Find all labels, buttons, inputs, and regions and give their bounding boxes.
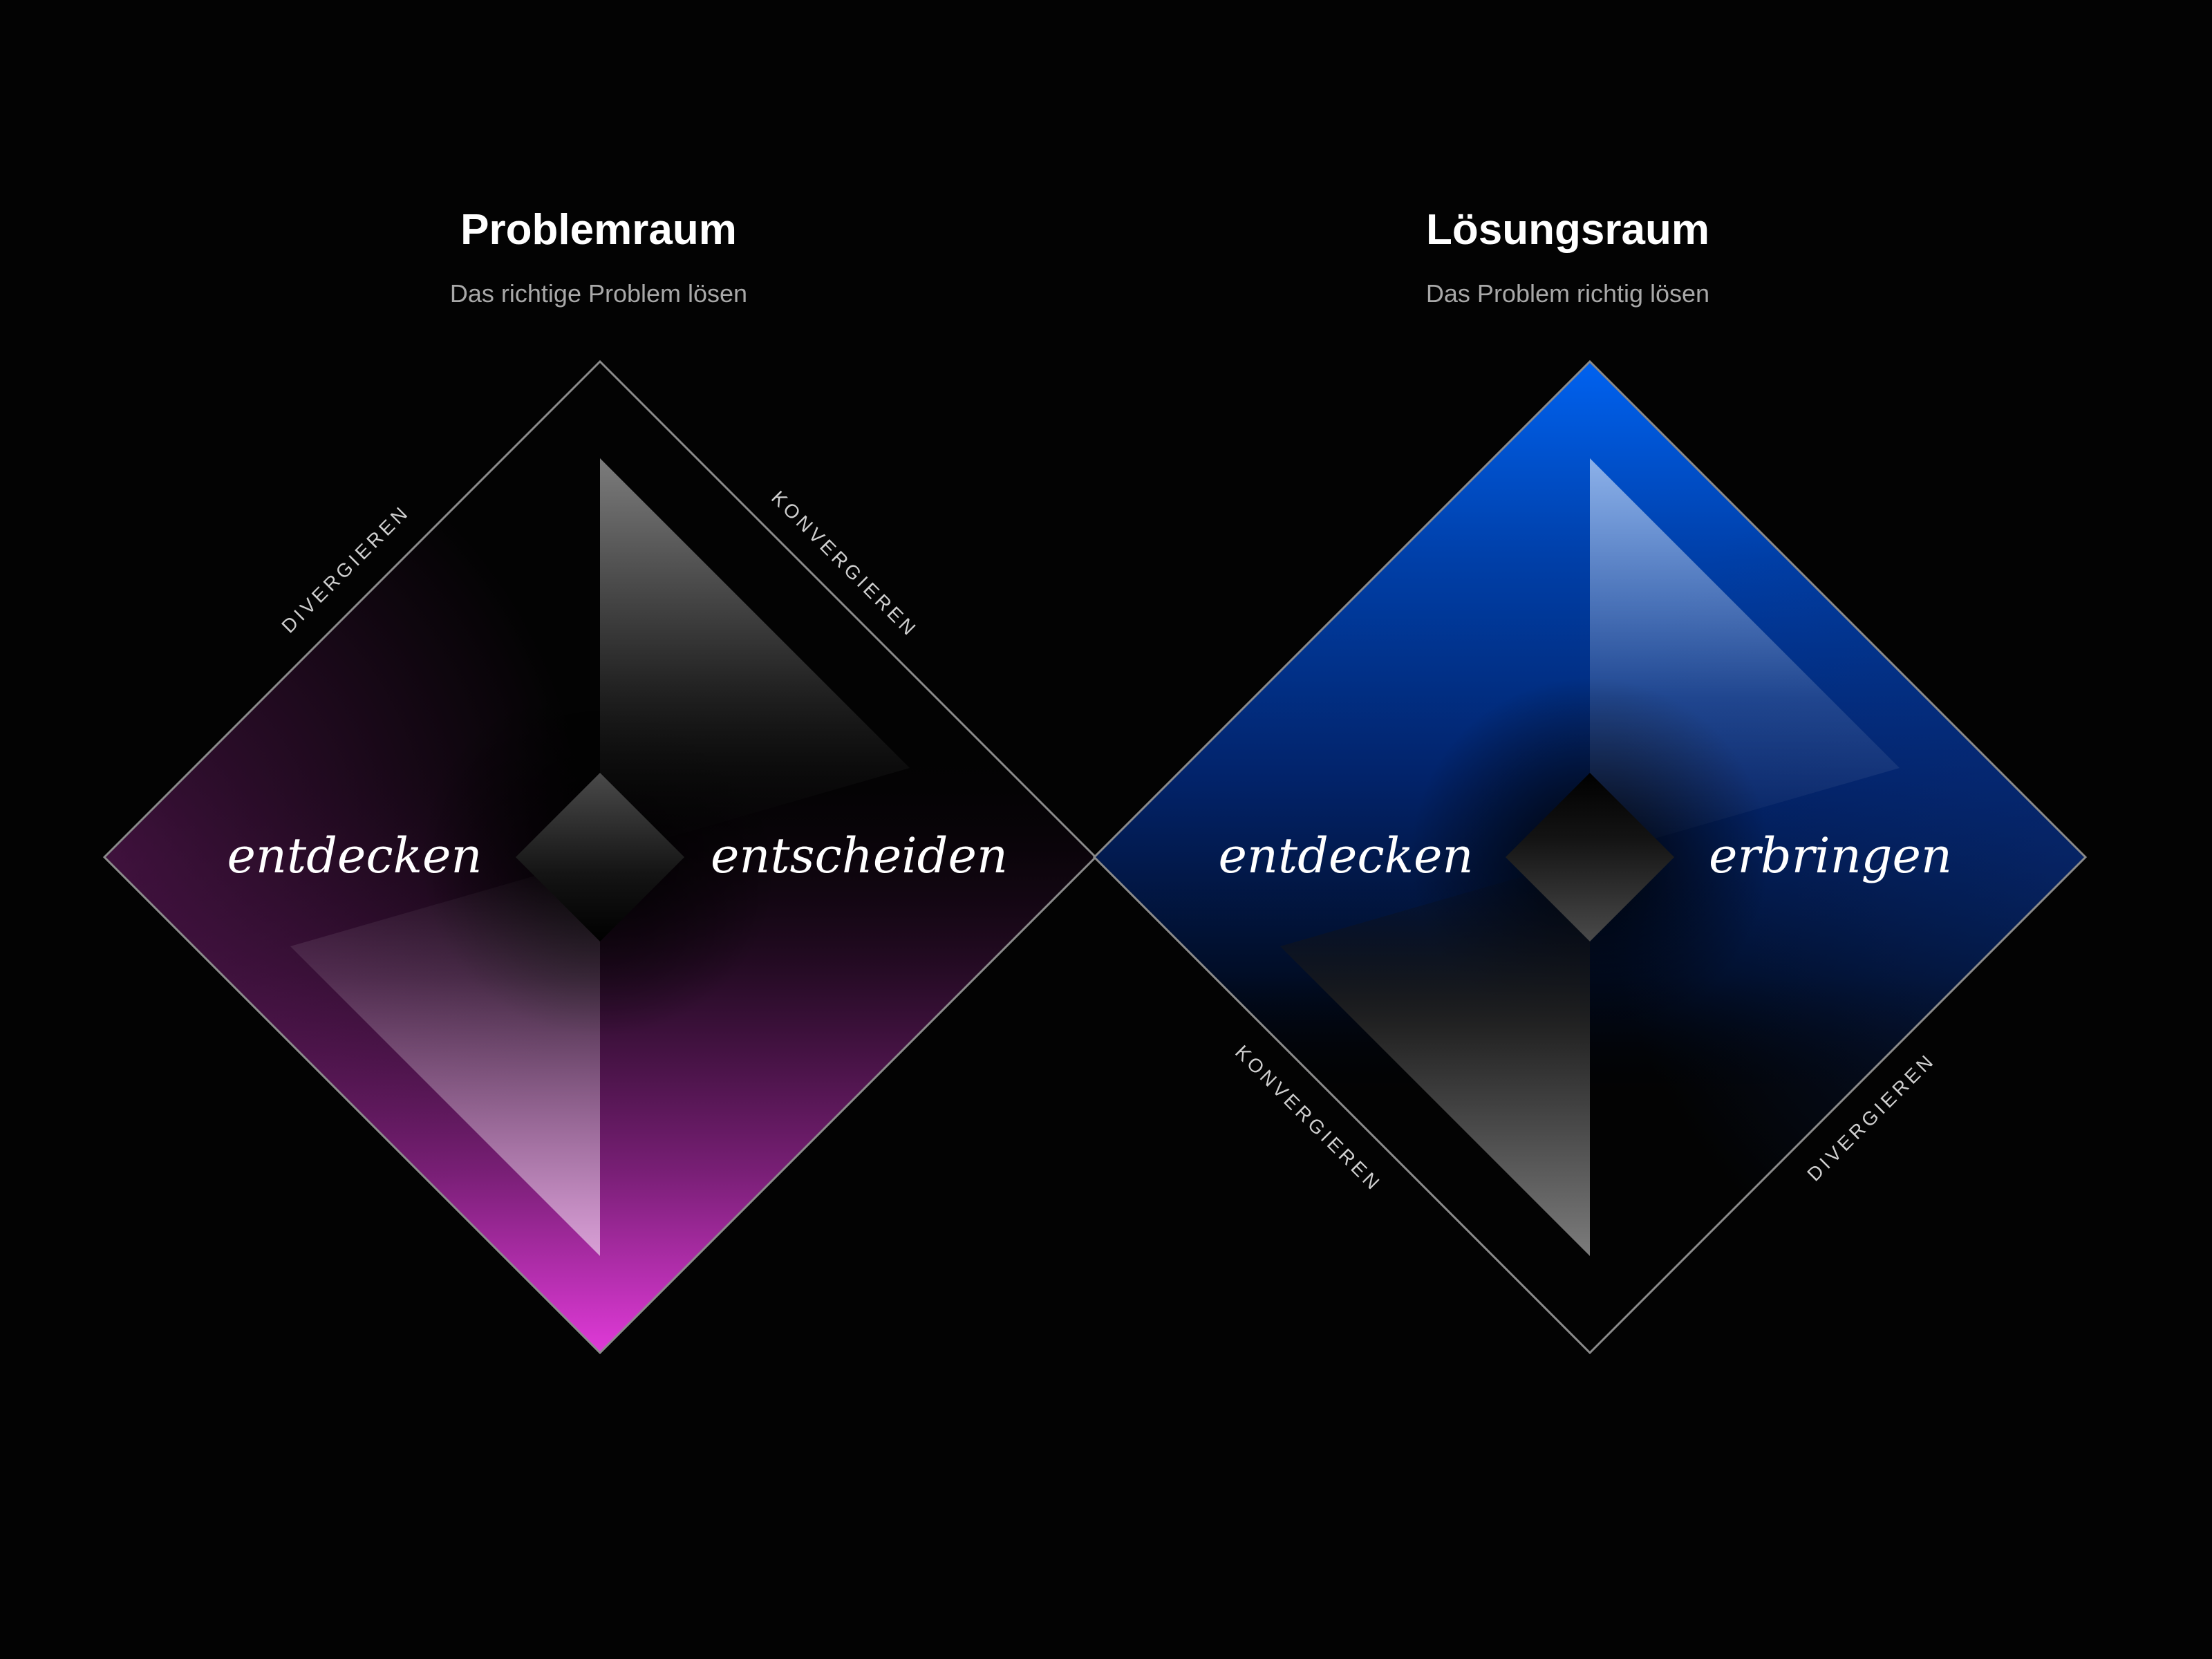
problem-space-lower-wedge bbox=[290, 857, 600, 1256]
problem-space-diamond bbox=[102, 359, 1098, 1355]
problem-space-subtitle: Das richtige Problem lösen bbox=[450, 279, 747, 308]
solution-space-subtitle: Das Problem richtig lösen bbox=[1426, 279, 1709, 308]
solution-space-diamond bbox=[1092, 359, 2088, 1355]
problem-space: Problemraum Das richtige Problem lösen D… bbox=[102, 206, 1098, 1355]
problem-space-phase-discover: entdecken bbox=[227, 827, 482, 884]
solution-space: Lösungsraum Das Problem richtig lösen KO… bbox=[1092, 206, 2088, 1355]
problem-space-phase-decide: entscheiden bbox=[711, 827, 1008, 884]
solution-space-phase-deliver: erbringen bbox=[1709, 827, 1952, 884]
problem-space-upper-wedge bbox=[600, 458, 910, 857]
solution-space-center-diamond bbox=[1506, 773, 1674, 941]
solution-space-outline bbox=[1092, 359, 2088, 1355]
problem-space-center-diamond bbox=[516, 773, 684, 941]
solution-space-phase-discover: entdecken bbox=[1218, 827, 1473, 884]
solution-space-upper-wedge bbox=[1590, 458, 1900, 857]
problem-space-title: Problemraum bbox=[460, 206, 737, 254]
problem-space-outline bbox=[102, 359, 1098, 1355]
solution-space-lower-wedge bbox=[1280, 857, 1590, 1256]
solution-space-title: Lösungsraum bbox=[1426, 206, 1709, 254]
